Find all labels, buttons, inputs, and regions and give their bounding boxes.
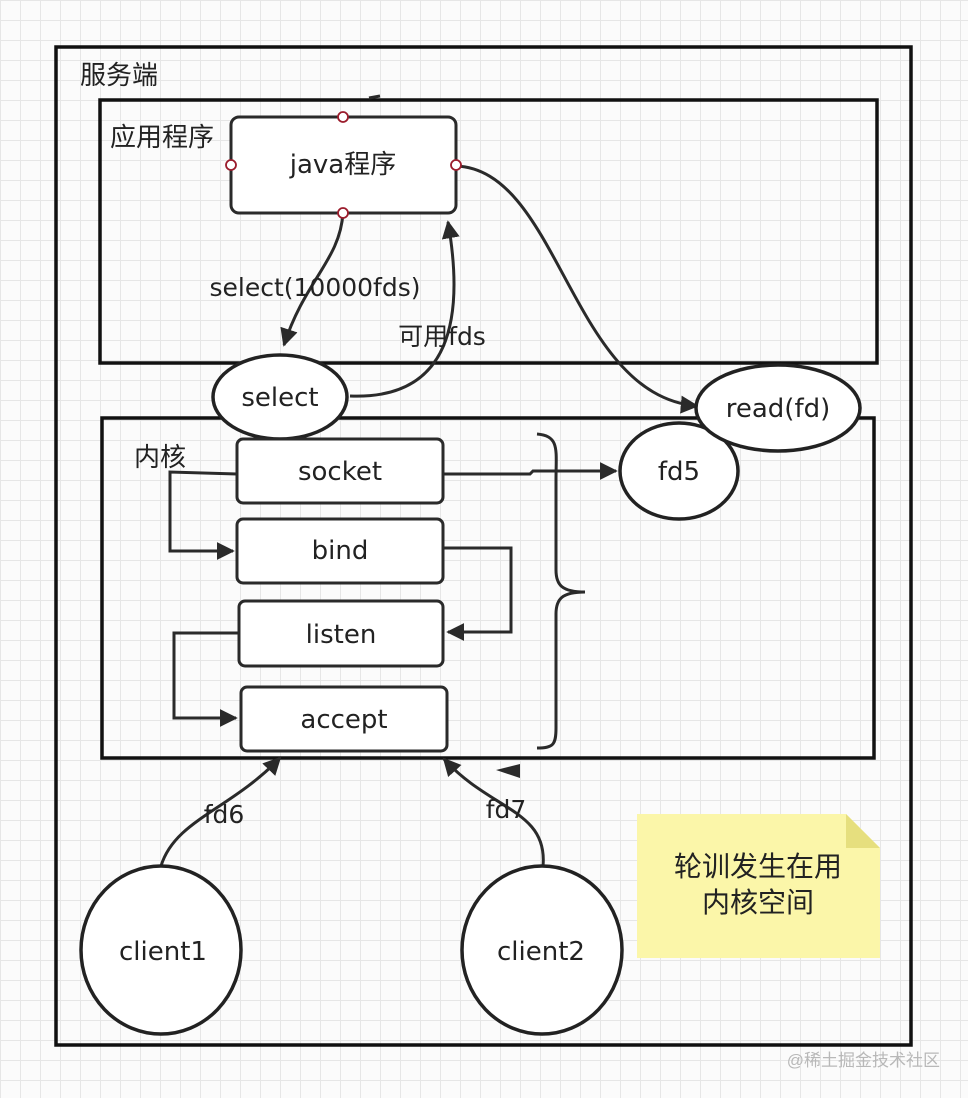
edge-label-select-call: select(10000fds) — [209, 273, 420, 302]
java-program-node[interactable]: java程序 — [225, 111, 462, 219]
client2-node[interactable]: client2 — [460, 864, 624, 1036]
edge-socket-to-bind — [168, 470, 238, 560]
connection-handle[interactable] — [337, 111, 349, 123]
edge-listen-to-accept — [172, 631, 239, 727]
app-top-stub — [368, 94, 381, 100]
edge-client1-to-accept — [159, 756, 282, 867]
listen-label: listen — [306, 620, 377, 650]
edge-client2-to-accept — [442, 757, 545, 867]
read-fd-node[interactable]: read(fd) — [694, 363, 862, 453]
select-label: select — [241, 383, 318, 413]
edge-label-fd7: fd7 — [486, 795, 527, 824]
client1-label: client1 — [119, 937, 207, 967]
edge-label-available-fds: 可用fds — [398, 322, 486, 351]
server-label: 服务端 — [80, 61, 158, 91]
accept-node[interactable]: accept — [239, 685, 449, 753]
socket-label: socket — [298, 457, 382, 487]
read-fd-label: read(fd) — [726, 394, 831, 424]
client1-node[interactable]: client1 — [79, 864, 243, 1036]
stray-arrowhead — [496, 764, 520, 778]
note-line-1: 轮训发生在用 — [674, 850, 842, 883]
client2-label: client2 — [497, 937, 585, 967]
edge-java-to-select — [280, 212, 345, 347]
listen-node[interactable]: listen — [237, 599, 445, 668]
server-container: 服务端 — [54, 45, 913, 1047]
kernel-label: 内核 — [134, 443, 186, 473]
edge-label-fd6: fd6 — [204, 800, 245, 829]
connection-handle[interactable] — [450, 159, 462, 171]
fd5-node[interactable]: fd5 — [618, 421, 740, 521]
bind-label: bind — [312, 536, 369, 566]
note-line-2: 内核空间 — [702, 886, 814, 919]
edge-socket-to-fd5 — [443, 462, 618, 480]
watermark: @稀土掘金技术社区 — [787, 1051, 940, 1070]
select-node[interactable]: select — [211, 353, 349, 441]
sticky-note[interactable]: 轮训发生在用 内核空间 — [637, 814, 880, 958]
application-container: 应用程序 — [98, 94, 879, 365]
edge-bind-to-listen — [443, 546, 513, 641]
bind-node[interactable]: bind — [235, 517, 445, 585]
kernel-container: 内核 — [100, 416, 876, 760]
edge-java-to-read — [455, 164, 699, 414]
socket-node[interactable]: socket — [235, 437, 445, 505]
accept-label: accept — [300, 705, 387, 735]
edge-select-to-java — [349, 220, 460, 398]
edges — [159, 164, 699, 867]
kernel-brace — [536, 432, 586, 750]
application-label: 应用程序 — [110, 123, 214, 153]
connection-handle[interactable] — [225, 159, 237, 171]
fd5-label: fd5 — [658, 457, 700, 487]
connection-handle[interactable] — [337, 207, 349, 219]
java-program-label: java程序 — [289, 150, 396, 180]
